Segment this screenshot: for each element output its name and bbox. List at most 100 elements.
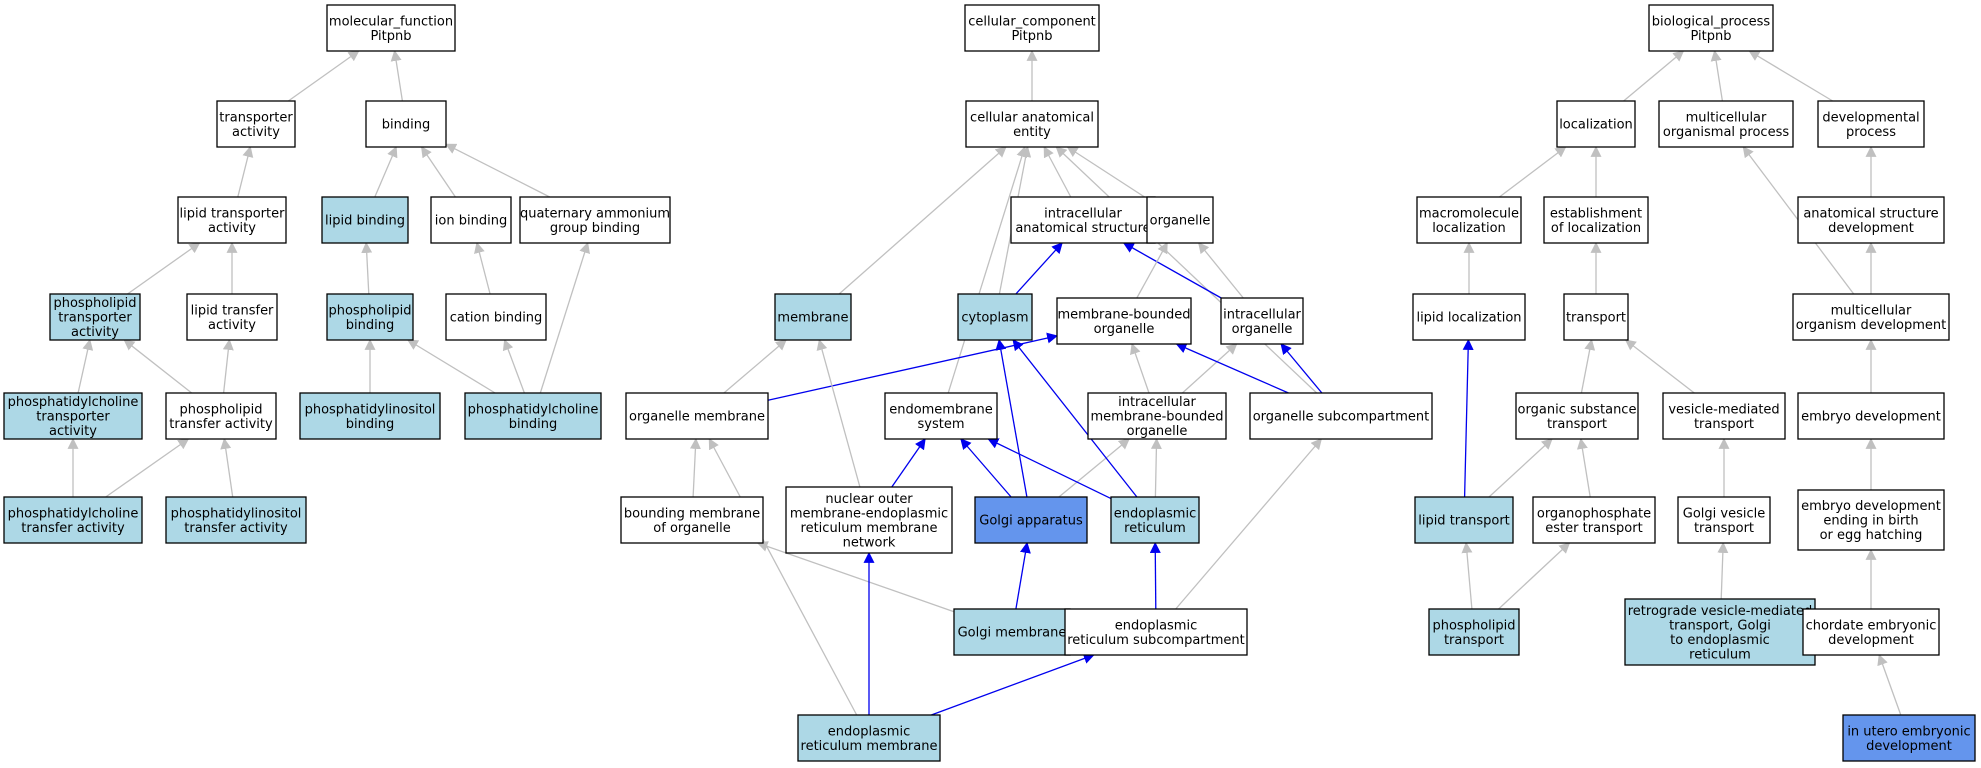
node-label-line: transport, Golgi <box>1669 618 1771 633</box>
edge-iued-to-ced <box>1877 653 1902 716</box>
node-box <box>797 714 941 762</box>
node-label-line: entity <box>1013 125 1051 140</box>
node-label-line: reticulum subcompartment <box>1067 633 1245 648</box>
node-box <box>321 196 409 244</box>
node-box <box>445 293 547 341</box>
node-box <box>165 496 307 544</box>
node-box <box>1428 608 1520 656</box>
edge-pcb-to-catb <box>502 338 526 394</box>
node-label-line: endomembrane <box>889 402 993 417</box>
node-box <box>1087 392 1227 440</box>
node-label-line: lipid transport <box>1418 514 1510 529</box>
node-box <box>1817 100 1925 148</box>
node-golgi-membrane: Golgi membrane <box>953 608 1071 656</box>
node-box <box>3 496 143 544</box>
edge-ib-to-bind <box>420 146 456 198</box>
node-label-line: lipid localization <box>1416 311 1521 326</box>
edge-osc-to-io <box>1280 343 1323 394</box>
node-label-line: Golgi vesicle <box>1683 506 1765 521</box>
node-golgi-apparatus: Golgi apparatus <box>974 496 1088 544</box>
node-box <box>464 392 602 440</box>
nodes-layer: molecular_functionPitpnbcellular_compone… <box>3 4 1976 762</box>
node-label-line: transfer activity <box>21 521 125 536</box>
node-label-line: molecular_function <box>329 14 453 29</box>
edge-imbo-to-mbo <box>1130 342 1150 394</box>
node-label-line: multicellular <box>1686 110 1767 125</box>
node-label-line: transport <box>1547 417 1607 432</box>
node-label-line: intracellular <box>1044 206 1122 221</box>
node-label-line: Pitpnb <box>1011 29 1052 44</box>
node-box <box>1624 598 1816 666</box>
node-label-line: bounding membrane <box>624 506 760 521</box>
edge-ost-to-tr <box>1580 338 1596 394</box>
node-box <box>326 4 456 52</box>
node-label-line: organelle <box>1094 322 1155 337</box>
node-box <box>365 100 447 148</box>
node-box <box>519 196 671 244</box>
edge-ersc-to-er <box>1149 541 1161 610</box>
node-label-line: ion binding <box>435 214 507 229</box>
node-box <box>1412 293 1526 341</box>
node-label-line: ester transport <box>1545 521 1642 536</box>
edge-pcb-to-pb <box>406 339 496 394</box>
node-label-line: or egg hatching <box>1820 528 1923 543</box>
node-label-line: Pitpnb <box>1690 29 1731 44</box>
node-label-line: transfer activity <box>184 521 288 536</box>
node-label-line: endoplasmic <box>1114 506 1196 521</box>
node-label-line: lipid transporter <box>180 206 286 221</box>
edge-ias-to-cae <box>1043 146 1072 198</box>
node-box <box>1556 100 1636 148</box>
node-label-line: organelle <box>1232 322 1293 337</box>
node-box <box>49 293 141 341</box>
node-label-line: organelle subcompartment <box>1253 410 1430 425</box>
node-box <box>785 486 953 554</box>
node-label-line: phosphatidylinositol <box>171 506 302 521</box>
edge-vmt-to-tr <box>1624 339 1695 394</box>
node-box <box>1110 496 1200 544</box>
edge-nom-to-ems <box>891 438 926 488</box>
node-label-line: reticulum membrane <box>801 521 938 536</box>
edge-org-to-cae <box>1066 146 1148 200</box>
node-label-line: vesicle-mediated <box>1668 402 1779 417</box>
node-label-line: phospholipid <box>328 303 411 318</box>
node-membrane: membrane <box>774 293 852 341</box>
node-label-line: cation binding <box>450 311 543 326</box>
node-label-line: binding <box>509 417 557 432</box>
node-label-line: organelle membrane <box>629 410 765 425</box>
node-lipid-transport: lipid transport <box>1414 496 1514 544</box>
node-lipid-binding: lipid binding <box>321 196 409 244</box>
edge-pctf-to-ptfa <box>105 438 190 498</box>
node-box <box>1648 4 1774 52</box>
node-lipid-localization: lipid localization <box>1412 293 1526 341</box>
node-label-line: cellular_component <box>968 14 1096 29</box>
edge-golgi-to-cyt <box>995 338 1028 498</box>
edge-pcb-to-qagb <box>539 241 590 394</box>
node-box <box>1064 608 1248 656</box>
edge-pitf-to-ptfa <box>220 437 234 498</box>
edge-gm-to-golgi <box>1015 541 1031 610</box>
node-label-line: organism development <box>1796 318 1946 333</box>
node-label-line: anatomical structure <box>1803 206 1938 221</box>
edge-er-to-imbo <box>1150 437 1162 498</box>
node-label-line: chordate embryonic <box>1806 618 1937 633</box>
node-box <box>620 496 764 544</box>
node-box <box>957 293 1033 341</box>
node-label-line: lipid transfer <box>191 303 274 318</box>
node-label-line: intracellular <box>1118 395 1196 410</box>
